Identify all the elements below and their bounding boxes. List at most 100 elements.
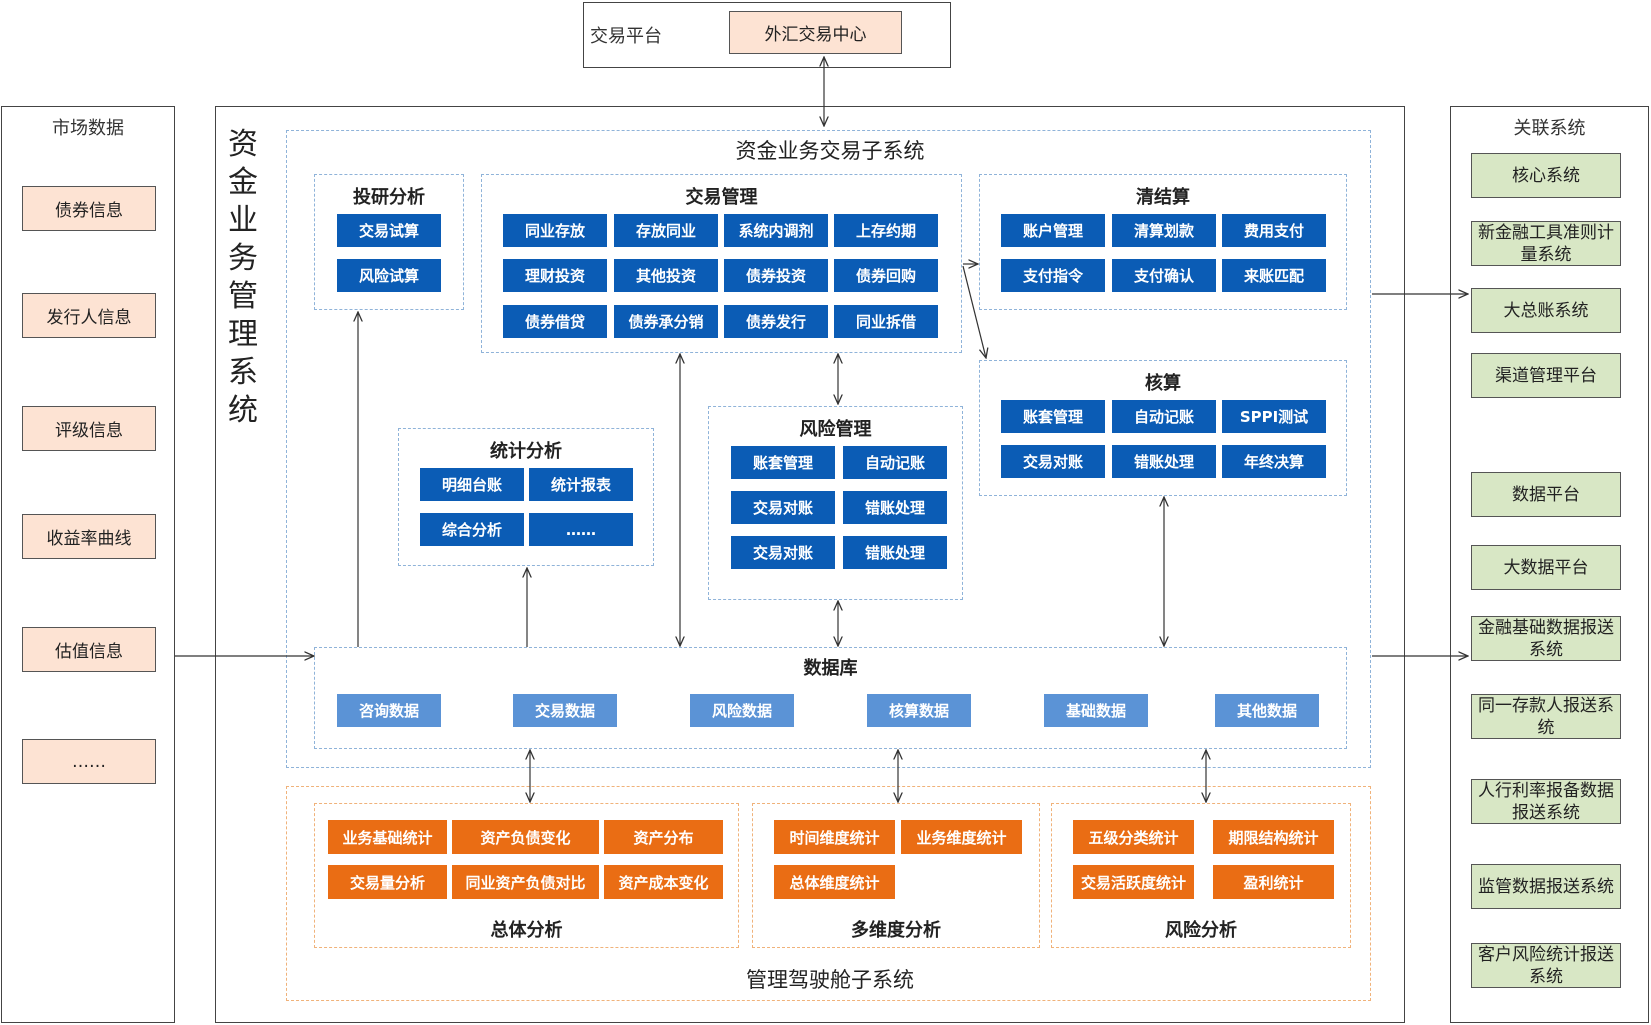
- trading-item: 同业拆借: [834, 305, 938, 338]
- stats-item: 明细台账: [420, 468, 524, 501]
- stats-item: 统计报表: [529, 468, 633, 501]
- related-item: 金融基础数据报送系统: [1471, 616, 1621, 661]
- database-item: 核算数据: [867, 694, 971, 727]
- trading-item: 债券借贷: [503, 305, 607, 338]
- related-item: 客户风险统计报送系统: [1471, 943, 1621, 988]
- accounting-item: 错账处理: [1112, 445, 1216, 478]
- related-item: 同一存款人报送系统: [1471, 694, 1621, 739]
- accounting-item: 自动记账: [1112, 400, 1216, 433]
- trade-subsystem-title: 资金业务交易子系统: [735, 139, 925, 163]
- accounting-item: 交易对账: [1001, 445, 1105, 478]
- riskana-item: 期限结构统计: [1213, 820, 1334, 854]
- riskana-item: 盈利统计: [1213, 865, 1334, 899]
- riskana-title: 风险分析: [1165, 920, 1237, 941]
- risk-item: 错账处理: [843, 536, 947, 569]
- trading-item: 理财投资: [503, 259, 607, 292]
- accounting-title: 核算: [1145, 373, 1181, 394]
- stats-title: 统计分析: [490, 441, 562, 462]
- market-data-title: 市场数据: [52, 118, 124, 139]
- related-item: 核心系统: [1471, 153, 1621, 198]
- research-module: [314, 174, 464, 310]
- overall-analysis: [314, 803, 739, 948]
- clearing-module: [979, 174, 1347, 310]
- risk-title: 风险管理: [799, 419, 872, 440]
- clearing-title: 清结算: [1136, 187, 1190, 208]
- research-item: 风险试算: [337, 259, 441, 292]
- overall-item: 交易量分析: [328, 865, 447, 899]
- trading-item: 存放同业: [614, 214, 718, 247]
- database-item: 交易数据: [513, 694, 617, 727]
- market-data-panel: [1, 106, 175, 1023]
- system-vertical-title: 资金业务管理系统: [228, 127, 258, 428]
- related-item: 新金融工具准则计量系统: [1471, 221, 1621, 266]
- market-item: 收益率曲线: [22, 514, 156, 559]
- database-item: 基础数据: [1044, 694, 1148, 727]
- overall-item: 同业资产负债对比: [452, 865, 599, 899]
- overall-title: 总体分析: [490, 920, 563, 941]
- cockpit-subsystem: [286, 786, 1371, 1001]
- trading-platform-label: 交易平台: [590, 26, 662, 47]
- cockpit-title: 管理驾驶舱子系统: [746, 968, 914, 992]
- multidim-item: 时间维度统计: [774, 820, 895, 854]
- database-item: 咨询数据: [337, 694, 441, 727]
- database-title: 数据库: [803, 658, 858, 679]
- related-item: 数据平台: [1471, 472, 1621, 517]
- related-systems-title: 关联系统: [1513, 118, 1586, 139]
- risk-item: 自动记账: [843, 446, 947, 479]
- related-item: 大数据平台: [1471, 545, 1621, 590]
- multidim-item: 业务维度统计: [901, 820, 1022, 854]
- clearing-item: 账户管理: [1001, 214, 1105, 247]
- overall-item: 资产负债变化: [452, 820, 599, 854]
- research-title: 投研分析: [353, 187, 425, 208]
- clearing-item: 支付确认: [1112, 259, 1216, 292]
- multidim-analysis: [752, 803, 1040, 948]
- research-item: 交易试算: [337, 214, 441, 247]
- market-item: 估值信息: [22, 627, 156, 672]
- fx-trading-center: 外汇交易中心: [729, 11, 902, 54]
- trading-item: 债券投资: [724, 259, 828, 292]
- trading-title: 交易管理: [685, 187, 758, 208]
- fund-management-system: [215, 106, 1405, 1023]
- accounting-item: SPPI测试: [1222, 400, 1326, 433]
- trading-item: 其他投资: [614, 259, 718, 292]
- multidim-item: 总体维度统计: [774, 865, 895, 899]
- market-item: ……: [22, 739, 156, 784]
- trading-item: 系统内调剂: [724, 214, 828, 247]
- trading-item: 债券承分销: [614, 305, 718, 338]
- clearing-item: 来账匹配: [1222, 259, 1326, 292]
- risk-item: 交易对账: [731, 491, 835, 524]
- overall-item: 资产成本变化: [604, 865, 723, 899]
- trading-module: [481, 174, 962, 353]
- clearing-item: 清算划款: [1112, 214, 1216, 247]
- riskana-item: 五级分类统计: [1073, 820, 1194, 854]
- risk-module: [708, 406, 963, 600]
- overall-item: 业务基础统计: [328, 820, 447, 854]
- risk-analysis: [1051, 803, 1351, 948]
- related-item: 渠道管理平台: [1471, 353, 1621, 398]
- database-module: [314, 647, 1347, 749]
- trading-item: 上存约期: [834, 214, 938, 247]
- stats-module: [398, 428, 654, 566]
- risk-item: 账套管理: [731, 446, 835, 479]
- trading-item: 同业存放: [503, 214, 607, 247]
- accounting-item: 年终决算: [1222, 445, 1326, 478]
- market-item: 评级信息: [22, 406, 156, 451]
- related-item: 监管数据报送系统: [1471, 864, 1621, 909]
- market-item: 发行人信息: [22, 293, 156, 338]
- related-item: 大总账系统: [1471, 288, 1621, 333]
- clearing-item: 费用支付: [1222, 214, 1326, 247]
- stats-item: ……: [529, 513, 633, 546]
- trading-item: 债券发行: [724, 305, 828, 338]
- accounting-module: [979, 360, 1347, 496]
- trade-subsystem: [286, 130, 1371, 768]
- trading-item: 债券回购: [834, 259, 938, 292]
- clearing-item: 支付指令: [1001, 259, 1105, 292]
- overall-item: 资产分布: [604, 820, 723, 854]
- related-item: 人行利率报备数据报送系统: [1471, 779, 1621, 824]
- stats-item: 综合分析: [420, 513, 524, 546]
- database-item: 其他数据: [1215, 694, 1319, 727]
- risk-item: 错账处理: [843, 491, 947, 524]
- database-item: 风险数据: [690, 694, 794, 727]
- risk-item: 交易对账: [731, 536, 835, 569]
- market-item: 债券信息: [22, 186, 156, 231]
